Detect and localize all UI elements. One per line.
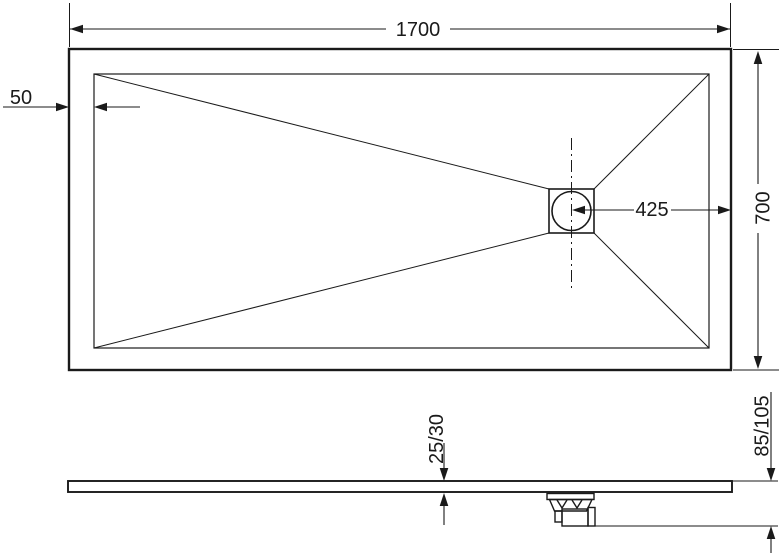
dim-drain-to-edge: 425 [572,199,731,221]
side-view [67,480,778,527]
waste-funnel [548,498,594,512]
waste-trap-outlet-plate [587,506,596,527]
tray-profile [67,480,733,493]
arrowhead-right-icon [56,102,69,112]
waste-trap-inlet-tab [554,510,563,523]
arrowhead-down-icon [766,468,776,481]
arrowhead-left-icon [94,102,107,112]
arrowhead-right-icon [717,24,730,34]
dim-overall-height: 85/105 [752,392,776,553]
dim-rim-offset-label: 50 [10,87,32,109]
dim-overall-width-label: 1700 [396,19,441,41]
arrowhead-down-icon [753,356,763,369]
dim-drain-to-edge-label: 425 [635,199,668,221]
dim-overall-depth-label: 700 [753,191,775,224]
slope-line-top-right [593,73,710,190]
waste-thread-marks [556,499,583,510]
slope-line-bottom-left [93,232,550,349]
arrowhead-right-icon [718,205,731,215]
dim-overall-depth: 700 [733,49,779,371]
tray-outer-edge [67,47,733,372]
dim-overall-height-label: 85/105 [752,395,774,456]
top-view [67,47,733,372]
dim-tray-thickness-label: 25/30 [426,414,448,464]
tray-inner-edge [93,73,710,349]
arrowhead-left-icon [70,24,83,34]
arrowhead-up-icon [766,526,776,539]
slope-line-bottom-right [593,232,710,349]
dim-overall-width: 1700 [69,3,731,47]
arrowhead-left-icon [572,205,585,215]
arrowhead-up-icon [439,493,449,506]
dim-rim-offset: 50 [3,87,140,112]
arrowhead-up-icon [753,51,763,64]
waste-flange [546,492,595,501]
slope-line-top-left [93,73,550,190]
dim-tray-thickness: 25/30 [426,414,449,525]
arrowhead-down-icon [439,468,449,481]
